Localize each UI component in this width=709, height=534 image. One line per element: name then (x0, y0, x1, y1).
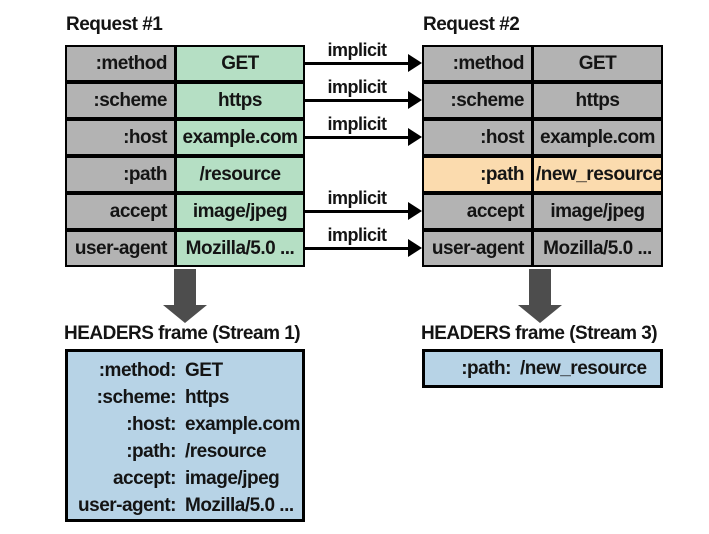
header-value: example.com (534, 121, 661, 154)
table-row: user-agent Mozilla/5.0 ... (65, 230, 305, 267)
header-key: :method (424, 47, 534, 80)
implicit-arrow-icon (305, 239, 422, 257)
implicit-label: implicit (327, 77, 387, 97)
frame-key: accept: (112, 467, 177, 489)
frame-line: :path: /resource (68, 438, 302, 465)
implicit-label: implicit (327, 40, 387, 60)
table-row: :host example.com (65, 119, 305, 156)
header-value: GET (534, 47, 661, 80)
header-key: :host (424, 121, 534, 154)
table-row: :method GET (65, 45, 305, 82)
frame-value: /resource (185, 440, 267, 462)
frame-key: user-agent: (78, 494, 176, 516)
frame-value: Mozilla/5.0 ... (185, 494, 294, 516)
table-row: :host example.com (422, 119, 663, 156)
implicit-arrow-icon (305, 91, 422, 109)
frame-value: example.com (185, 413, 300, 435)
table-row: :scheme https (65, 82, 305, 119)
request1-table: :method GET :scheme https :host example.… (65, 45, 305, 267)
frame3-box: :path: /new_resource (422, 349, 663, 388)
header-key: :scheme (67, 84, 177, 117)
frame-key: :host: (126, 413, 176, 435)
request1-title: Request #1 (66, 14, 163, 35)
down-arrow-icon (518, 269, 562, 323)
table-row: :path /resource (65, 156, 305, 193)
table-row: accept image/jpeg (422, 193, 663, 230)
header-key: :host (67, 121, 177, 154)
frame-line: :method: GET (68, 357, 302, 384)
frame-line: :host: example.com (68, 411, 302, 438)
header-value: Mozilla/5.0 ... (177, 232, 303, 265)
frame-line: user-agent: Mozilla/5.0 ... (68, 492, 302, 519)
header-key: accept (424, 195, 534, 228)
frame1-title: HEADERS frame (Stream 1) (64, 323, 301, 344)
header-key: :scheme (424, 84, 534, 117)
table-row: user-agent Mozilla/5.0 ... (422, 230, 663, 267)
implicit-label: implicit (327, 114, 387, 134)
implicit-label: implicit (327, 225, 387, 245)
table-row: :method GET (422, 45, 663, 82)
implicit-arrow-icon (305, 202, 422, 220)
table-row-highlighted-path: :path /new_resource (422, 156, 663, 193)
implicit-arrow-icon (305, 54, 422, 72)
header-value: image/jpeg (534, 195, 661, 228)
frame-key: :path: (461, 357, 511, 379)
frame-value: GET (185, 359, 223, 381)
request2-title: Request #2 (423, 14, 520, 35)
frame-key: :path: (126, 440, 176, 462)
frame-value: https (185, 386, 229, 408)
header-value: /new_resource (534, 158, 661, 191)
header-key: :path (424, 158, 534, 191)
header-key: accept (67, 195, 177, 228)
frame-key: :method: (98, 359, 177, 381)
implicit-arrow-icon (305, 128, 422, 146)
frame-line: :path: /new_resource (425, 355, 647, 382)
header-value: GET (177, 47, 303, 80)
frame-value: image/jpeg (185, 467, 280, 489)
frame-line: accept: image/jpeg (68, 465, 302, 492)
frame1-box: :method: GET :scheme: https :host: examp… (65, 349, 305, 522)
implicit-label: implicit (327, 188, 387, 208)
frame-key: :scheme: (96, 386, 177, 408)
header-key: :path (67, 158, 177, 191)
table-row: accept image/jpeg (65, 193, 305, 230)
frame-value: /new_resource (520, 357, 647, 379)
header-value: example.com (177, 121, 303, 154)
header-value: https (177, 84, 303, 117)
header-value: image/jpeg (177, 195, 303, 228)
request2-table: :method GET :scheme https :host example.… (422, 45, 663, 267)
header-key: user-agent (424, 232, 534, 265)
header-key: :method (67, 47, 177, 80)
frame-line: :scheme: https (68, 384, 302, 411)
frame3-title: HEADERS frame (Stream 3) (421, 323, 658, 344)
table-row: :scheme https (422, 82, 663, 119)
header-value: Mozilla/5.0 ... (534, 232, 661, 265)
header-value: /resource (177, 158, 303, 191)
header-key: user-agent (67, 232, 177, 265)
down-arrow-icon (163, 269, 207, 323)
header-value: https (534, 84, 661, 117)
